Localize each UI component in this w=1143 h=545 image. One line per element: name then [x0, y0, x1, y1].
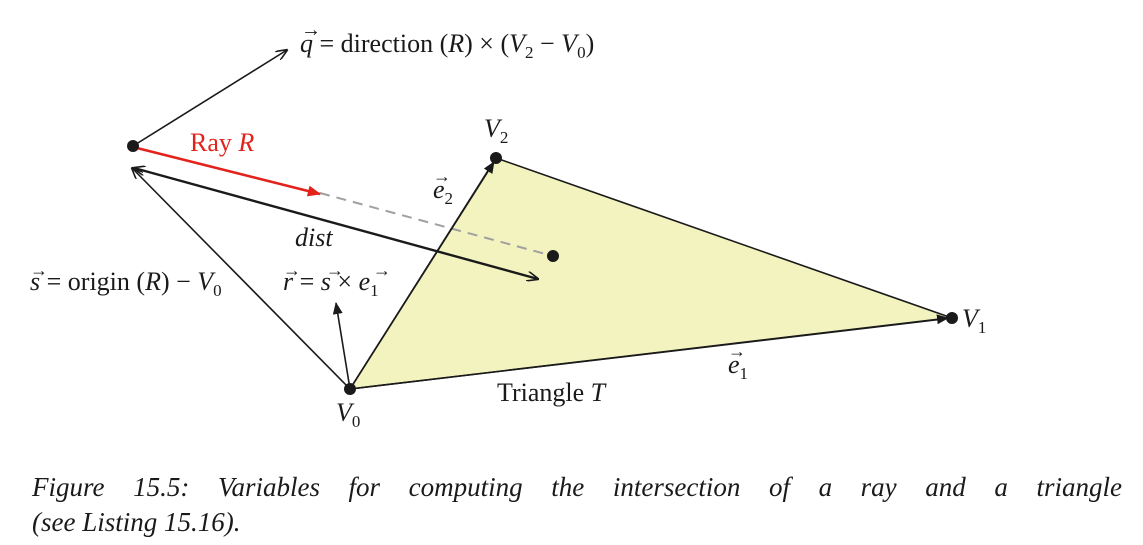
dist-label: dist	[295, 223, 333, 252]
e1-label: e1	[728, 350, 748, 383]
figure-caption-line1: Figure 15.5: Variables for computing the…	[32, 472, 1122, 502]
e2-label: e2	[433, 175, 453, 208]
e1-vector-hat: →	[728, 341, 746, 361]
e2-vector-hat: →	[433, 166, 451, 186]
s-label: s = origin (R) − V0	[30, 267, 222, 300]
q-vector-hat: →	[301, 19, 321, 41]
r-label: r = s × e1	[283, 267, 379, 300]
ray-r-arrow	[132, 145, 322, 197]
q-vector-arrow	[132, 50, 287, 147]
q-label: q = direction (R) × (V2 − V0)	[300, 29, 594, 62]
vertex-v2-point	[490, 152, 502, 164]
v2-label: V2	[484, 114, 508, 147]
v0-label: V0	[336, 398, 360, 431]
r-vector-arrow	[332, 302, 351, 390]
s-vector-hat: →	[30, 260, 48, 280]
r-vector-hat-r: →	[283, 260, 301, 280]
vertex-v0-point	[344, 383, 356, 395]
figure-caption-line2: (see Listing 15.16).	[32, 507, 241, 537]
ray-origin-point	[127, 140, 139, 152]
e2-vector-arrow	[349, 161, 495, 390]
intersection-point	[547, 250, 559, 262]
r-vector-hat-s: →	[326, 260, 344, 280]
r-vector-hat-e: →	[373, 260, 391, 280]
vertex-v1-point	[946, 312, 958, 324]
dist-arrow	[134, 168, 538, 279]
v1-label: V1	[962, 304, 986, 337]
ray-r-label: Ray R	[190, 128, 254, 157]
triangle-label: Triangle T	[497, 378, 607, 407]
e1-vector-arrow	[349, 314, 949, 390]
